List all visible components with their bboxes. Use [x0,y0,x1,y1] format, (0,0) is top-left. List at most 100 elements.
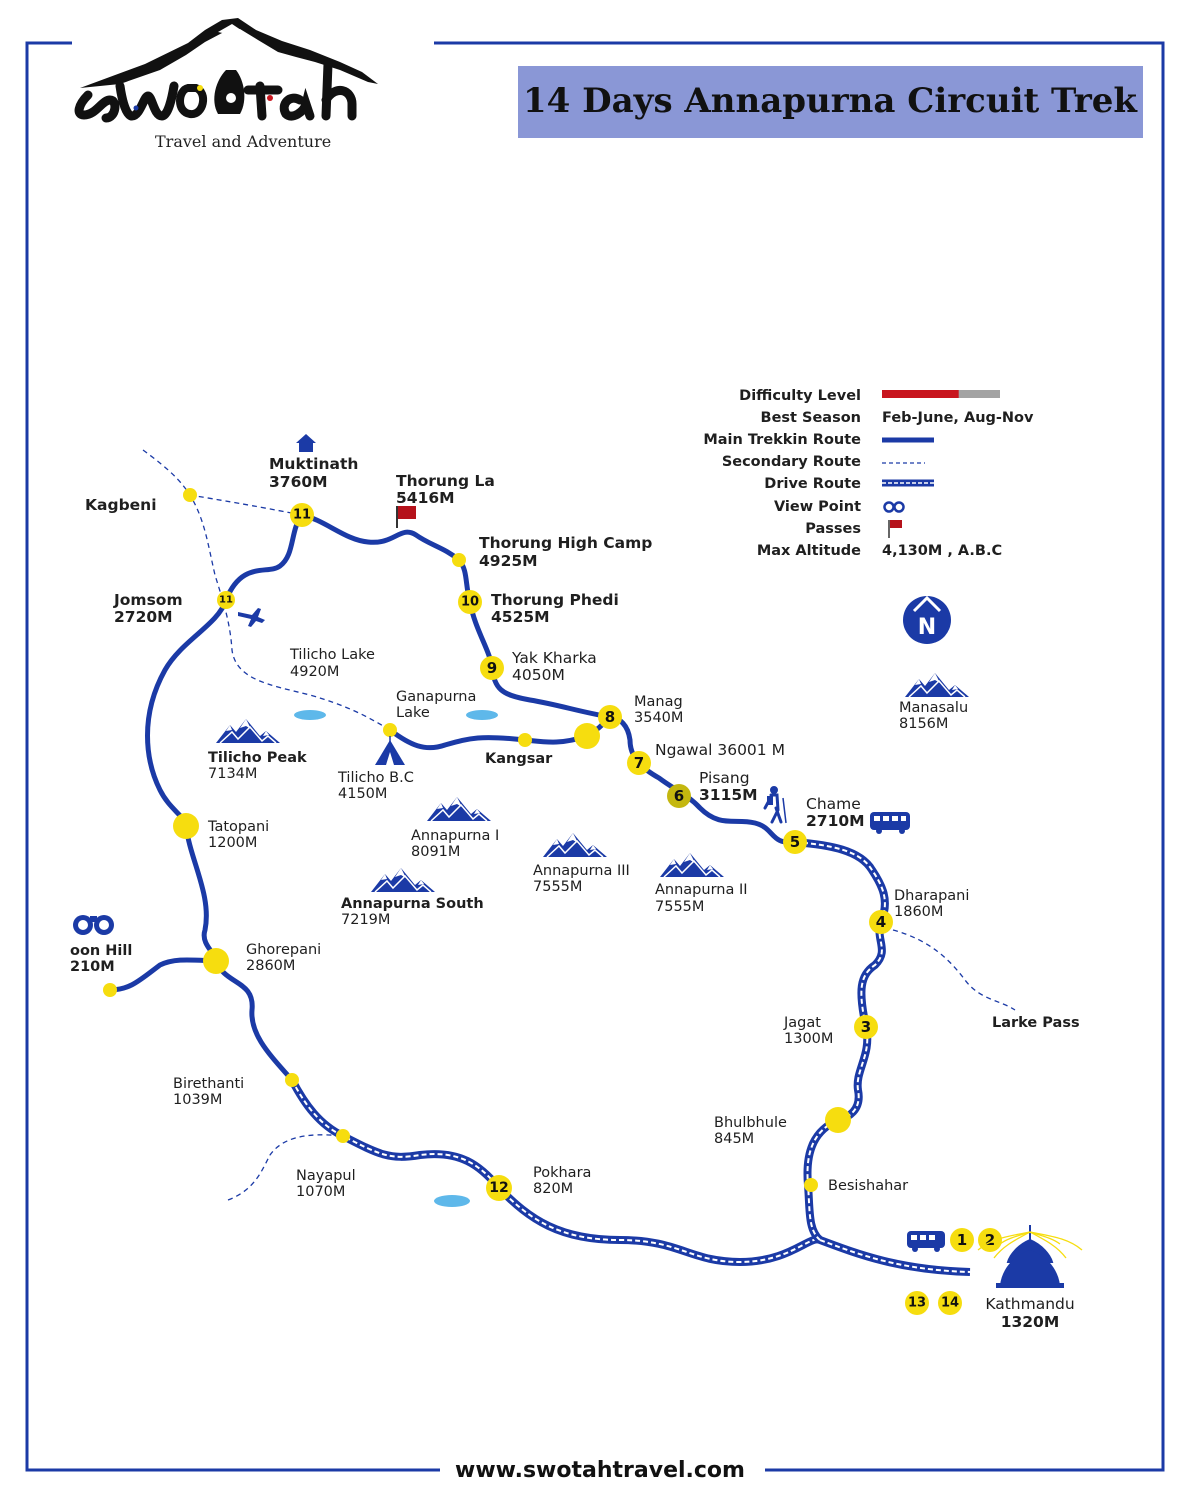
website-url[interactable]: www.swotahtravel.com [455,1458,745,1483]
page-title: 14 Days Annapurna Circuit Trek [523,81,1138,121]
stop-nayapul [336,1129,350,1143]
annapurna-3-alt: 7555M [533,879,582,895]
thorung-la-name: Thorung La [396,472,495,490]
day-marker-12: 12 [489,1180,508,1196]
kathmandu-alt: 1320M [1001,1313,1060,1331]
tatopani-name: Tatopani [207,819,269,835]
legend-view-point-label: View Point [774,499,861,515]
ghorepani-alt: 2860M [246,958,295,974]
legend: Difficulty Level Best Season Feb-June, A… [703,388,1034,559]
bhulbhule-alt: 845M [714,1131,754,1147]
annapurna-1-mountain-icon [426,796,492,822]
tilicho-peak-name: Tilicho Peak [208,750,307,766]
day-marker-2: 2 [985,1231,995,1249]
tilicho-bc-name: Tilicho B.C [337,770,414,786]
stop-kagbeni [183,488,197,502]
annapurna-3-name: Annapurna III [533,863,630,879]
day-marker-4: 4 [876,913,886,931]
annapurna-south-mountain-icon [370,867,436,893]
jagat-alt: 1300M [784,1031,833,1047]
annapurna-2-name: Annapurna II [655,882,748,898]
stop-manang-lake [574,723,600,749]
annapurna-1-name: Annapurna I [411,828,499,844]
dharapani-name: Dharapani [894,888,969,904]
brand-tagline: Travel and Adventure [155,132,331,151]
bus-icon [870,812,910,834]
hiker-icon [763,786,787,824]
legend-pass-flag-icon [888,520,902,538]
thorung-phedi-name: Thorung Phedi [491,591,619,609]
day-marker-8: 8 [605,708,615,726]
ngawal-name: Ngawal 36001 M [655,741,785,759]
tatopani-alt: 1200M [208,835,257,851]
stop-tatopani [173,813,199,839]
jomsom-alt: 2720M [114,608,173,626]
tilicho-lake-shape [294,710,326,720]
thorung-high-camp-name: Thorung High Camp [479,534,652,552]
poon-hill-name: oon Hill [70,943,132,959]
tilicho-bc-alt: 4150M [338,786,387,802]
tilicho-lake-alt: 4920M [290,664,339,680]
place-labels: Muktinath 3760M Thorung La 5416M Kagbeni… [70,455,1080,1331]
manasalu-mountain-icon [904,672,970,698]
stop-kangsar [518,733,532,747]
legend-max-altitude-label: Max Altitude [757,543,861,559]
tilicho-peak-mountain-icon [215,718,281,744]
legend-best-season-value: Feb-June, Aug-Nov [882,410,1034,426]
muktinath-name: Muktinath [269,455,358,473]
day-marker-9: 9 [487,659,497,677]
kagbeni-name: Kagbeni [85,496,157,514]
dharapani-alt: 1860M [894,904,943,920]
annapurna-south-name: Annapurna South [341,896,484,912]
ganapurna-lake-name2: Lake [396,705,430,721]
kangsar-name: Kangsar [485,751,553,767]
thorung-la-alt: 5416M [396,489,455,507]
day-marker-11-muktinath: 11 [293,508,311,523]
swotah-logo: Travel and Adventure [74,18,378,151]
tent-icon [375,736,405,765]
annapurna-2-alt: 7555M [655,899,704,915]
legend-secondary-route-label: Secondary Route [722,454,861,470]
manag-alt: 3540M [634,710,683,726]
day-marker-6: 6 [674,787,684,805]
yak-kharka-name: Yak Kharka [511,649,597,667]
annapurna-1-alt: 8091M [411,844,460,860]
legend-main-route-label: Main Trekkin Route [703,432,861,448]
title-box [518,66,1143,138]
day-marker-7: 7 [634,754,644,772]
day-marker-10: 10 [461,595,479,610]
stupa-icon [977,1225,1083,1288]
binoculars-icon [73,915,114,935]
tilicho-peak-alt: 7134M [208,766,257,782]
legend-binoculars-icon [883,501,905,513]
north-arrow-icon: N [903,595,951,644]
poon-hill-alt: 210M [70,959,115,975]
jagat-name: Jagat [783,1015,821,1031]
tilicho-lake-name: Tilicho Lake [289,647,375,663]
ganapurna-lake-name: Ganapurna [396,689,476,705]
annapurna-2-mountain-icon [659,852,725,878]
legend-passes-label: Passes [805,521,861,537]
ganapurna-lake-shape [466,710,498,720]
chame-name: Chame [806,795,861,813]
legend-best-season-label: Best Season [761,410,861,426]
yak-kharka-alt: 4050M [512,666,565,684]
page-frame [25,41,1165,1472]
manasalu-alt: 8156M [899,716,948,732]
legend-difficulty-label: Difficulty Level [739,388,861,404]
difficulty-bar-fill [882,390,959,398]
stop-ganapurna-lake [383,723,397,737]
thorung-phedi-alt: 4525M [491,608,550,626]
day-marker-5: 5 [790,833,800,851]
day-marker-1: 1 [957,1231,967,1249]
stop-thorung-high-camp [452,553,466,567]
larke-pass-name: Larke Pass [992,1015,1080,1031]
birethanti-alt: 1039M [173,1092,222,1108]
bus-icon-kathmandu [907,1231,945,1252]
chame-alt: 2710M [806,812,865,830]
manag-name: Manag [634,694,683,710]
pisang-name: Pisang [699,769,750,787]
ghorepani-name: Ghorepani [246,942,321,958]
temple-icon [296,434,316,452]
annapurna-south-alt: 7219M [341,912,390,928]
